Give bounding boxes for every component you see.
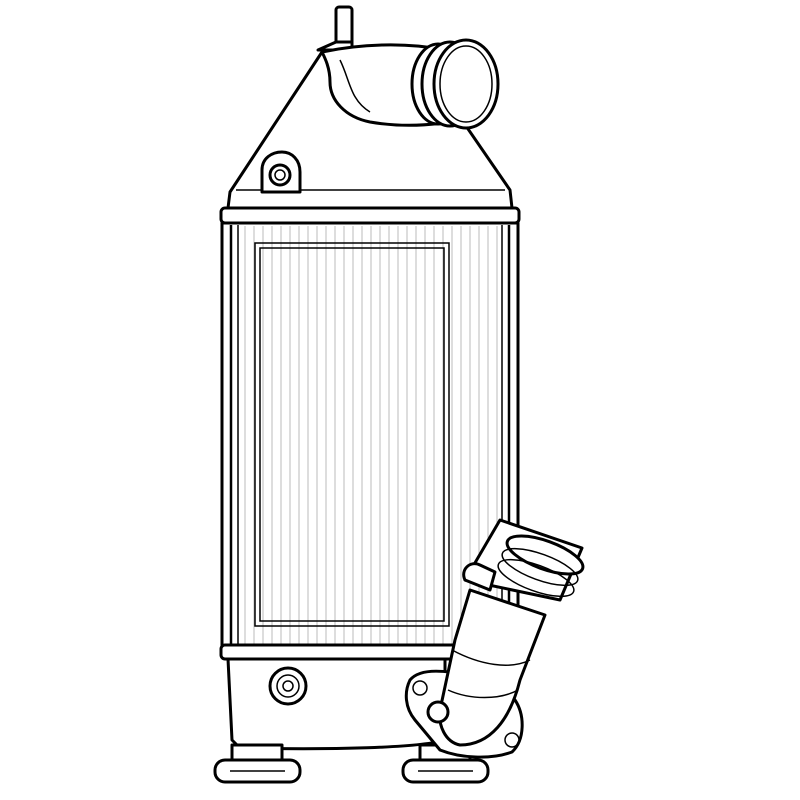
top-outlet-pipe xyxy=(320,38,500,130)
upper-header-band xyxy=(219,206,521,225)
lower-outlet-pipe xyxy=(404,518,585,759)
mount-foot-left xyxy=(213,743,302,784)
top-mount-bracket xyxy=(260,150,302,194)
top-vent-nozzle xyxy=(316,5,354,52)
bottom-mount-boss xyxy=(268,666,308,706)
